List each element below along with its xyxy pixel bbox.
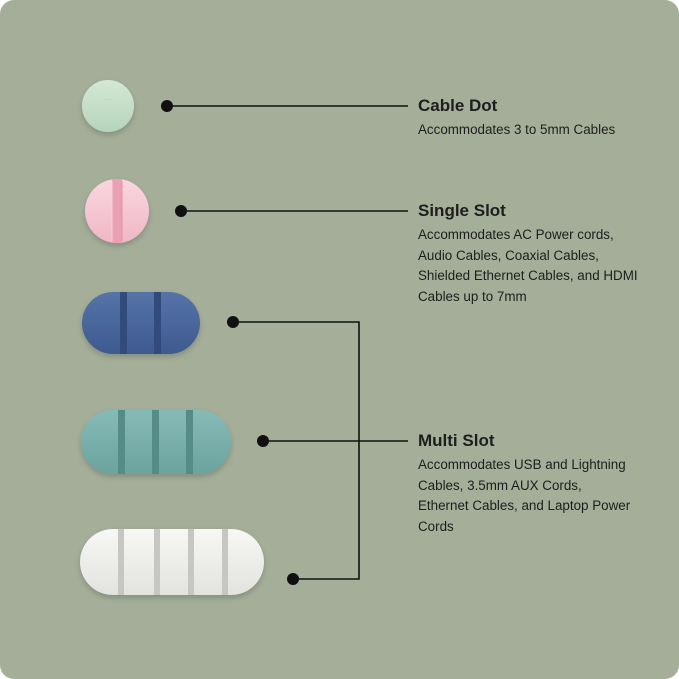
cable-dot-label: Cable Dot Accommodates 3 to 5mm Cables (418, 96, 668, 141)
connector-lines (167, 105, 408, 580)
connector-dots (161, 100, 299, 585)
single-slot-product (85, 179, 149, 243)
multi-slot-teal-product (81, 410, 231, 474)
single-slot-label: Single Slot Accommodates AC Power cords,… (418, 201, 650, 307)
multi-slot-title: Multi Slot (418, 431, 495, 450)
cable-dot-title: Cable Dot (418, 96, 498, 115)
multi-slot-description: Accommodates USB and Lightning Cables, 3… (418, 457, 631, 534)
multi-slot-blue-product (82, 292, 200, 354)
cable-dot-product: ----- (82, 80, 134, 132)
svg-text:-----: ----- (104, 97, 112, 102)
single-slot-description: Accommodates AC Power cords, Audio Cable… (418, 227, 638, 304)
cable-dot-description: Accommodates 3 to 5mm Cables (418, 122, 616, 137)
multi-slot-white-product (80, 529, 264, 595)
single-slot-title: Single Slot (418, 201, 506, 220)
multi-slot-label: Multi Slot Accommodates USB and Lightnin… (418, 431, 636, 537)
